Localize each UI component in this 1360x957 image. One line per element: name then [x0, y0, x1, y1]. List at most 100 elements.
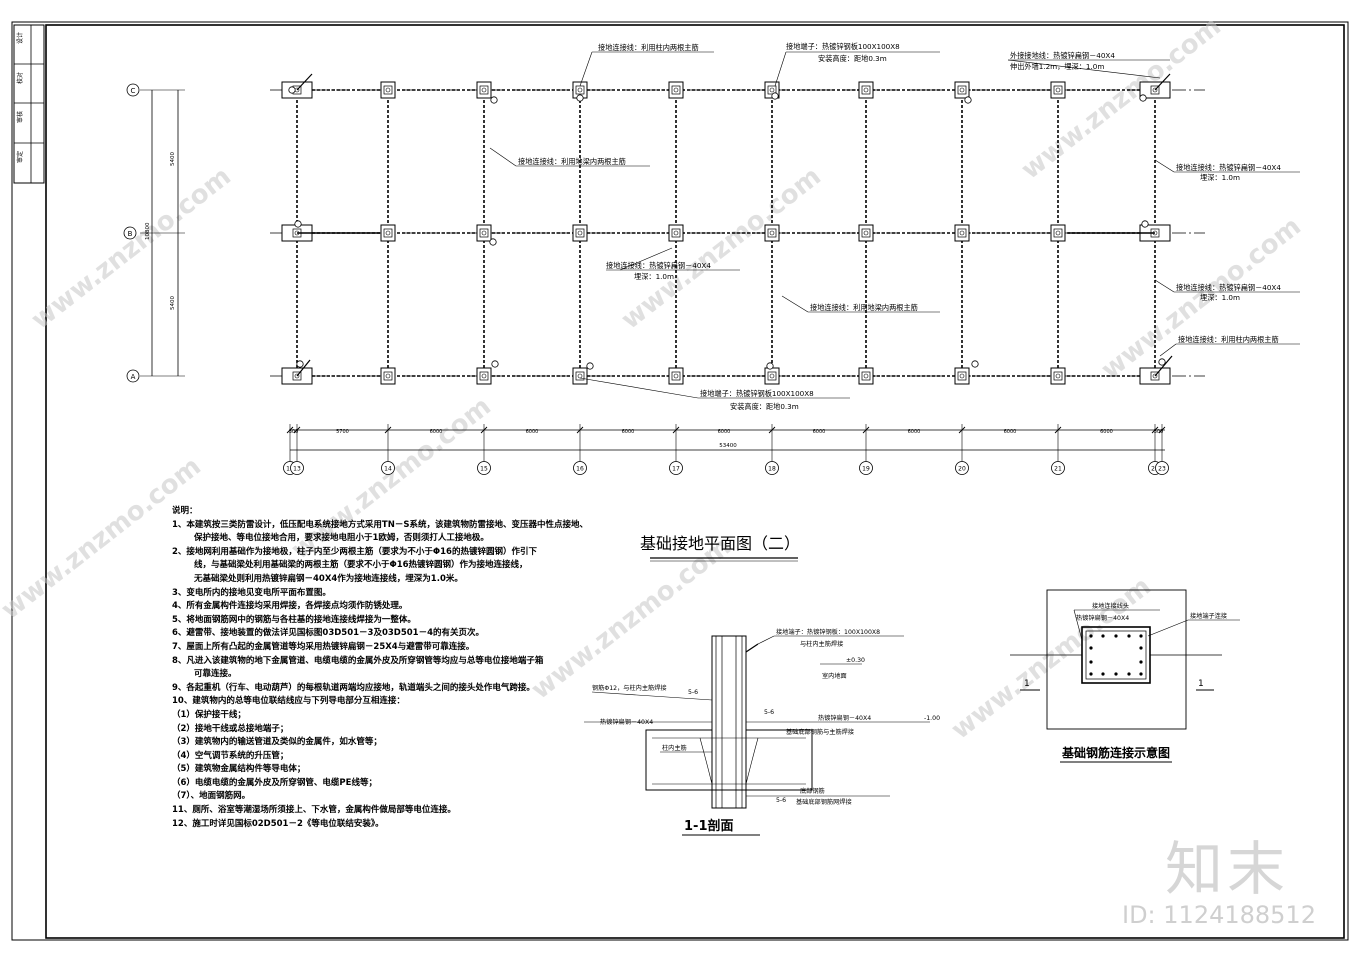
column-core: [671, 371, 681, 381]
column-core: [479, 228, 489, 238]
ground-terminal: [294, 220, 302, 228]
rebar-dot: [1101, 672, 1105, 676]
main-title: 基础接地平面图（二）: [640, 534, 800, 553]
dimension-slash: [1054, 426, 1062, 434]
ground-terminal: [296, 360, 304, 368]
bay-dimension: 6000: [526, 429, 539, 435]
rebar-dot: [1127, 634, 1131, 638]
section-label-col: 柱内主筋: [662, 744, 687, 752]
column-core: [383, 228, 393, 238]
dimension-slash: [286, 426, 294, 434]
note-line: 6、避雷带、接地装置的做法详见国标图03D501－3及03D501－4的有关页次…: [172, 628, 485, 639]
detail-cut-right: 1: [1198, 679, 1204, 689]
note-line: 9、各起重机（行车、电动葫芦）的每根轨道两端均应接地，轨道端头之间的接头处作电气…: [172, 682, 535, 693]
column-pad: [476, 224, 492, 242]
callout-top-right-1: 外接接地线：热镀锌扁钢－40X4: [1010, 51, 1115, 60]
column-pad: [476, 81, 492, 99]
dimension-slash: [293, 426, 301, 434]
column-rebar-mark: [673, 230, 679, 236]
rebar-dot: [1101, 634, 1105, 638]
brand-watermark: 知末: [1165, 835, 1290, 903]
column-pad: [1050, 367, 1066, 385]
section-mark-2: 5-6: [764, 709, 774, 716]
detail-label-a: 接地连接线头: [1092, 602, 1129, 610]
note-line: 4、所有金属构件连接均采用焊接，各焊接点均须作防锈处理。: [172, 601, 408, 612]
column-rebar-mark: [1055, 230, 1061, 236]
column-core: [383, 85, 393, 95]
notes-title: 说明：: [172, 506, 198, 516]
title-block-cell-3: 审核: [16, 111, 24, 123]
section-label-beam: 热镀锌扁钢－40X4: [818, 714, 871, 722]
note-line: 11、厕所、浴室等潮湿场所须接上、下水管，金属构件做局部等电位连接。: [172, 805, 456, 816]
title-block-cell-2: 校对: [16, 72, 24, 84]
column-core: [1150, 85, 1160, 95]
column-core: [767, 85, 777, 95]
callout-mid-left-a: 接地连接线：热镀锌扁钢－40X4: [606, 261, 711, 270]
bay-dimension: 6000: [430, 429, 443, 435]
column-rebar-mark: [1055, 373, 1061, 379]
callout-mid-beam: 接地连接线：利用地梁内两根主筋: [810, 303, 918, 312]
design-notes: 说明： 1、本建筑按三类防雷设计，低压配电系统接地方式采用TN－S系统，该建筑物…: [172, 505, 592, 831]
outer-frame: [11, 21, 1349, 941]
section-title: 1-1剖面: [684, 818, 734, 834]
watermark-3: www.znzmo.com: [616, 162, 827, 336]
column-pad: [572, 224, 588, 242]
column-rebar-mark: [481, 87, 487, 93]
rebar-dot: [1139, 660, 1143, 664]
column-core: [957, 85, 967, 95]
lead-out-conductor: [296, 359, 311, 377]
column-rebar-mark: [959, 230, 965, 236]
column-pad: [858, 224, 874, 242]
note-line: 线，与基础梁处利用基础梁的两根主筋（要求不小于Φ16热镀锌圆钢）作为接地连接线，: [194, 560, 528, 571]
column-axis-bubble: [859, 461, 873, 475]
column-rebar-mark: [769, 373, 775, 379]
column-rebar-mark: [385, 230, 391, 236]
dimension-slash: [672, 426, 680, 434]
section-mark-1: 5-6: [688, 689, 698, 696]
column-pad: [1050, 81, 1066, 99]
callout-mid-left-b: 埋深：1.0m: [634, 272, 674, 281]
ground-terminal: [288, 86, 296, 94]
column-axis-bubble: [477, 461, 491, 475]
ground-terminal: [576, 94, 584, 102]
column-core: [671, 228, 681, 238]
column-core: [1053, 85, 1063, 95]
column-pad: [380, 81, 396, 99]
column-pad: [954, 81, 970, 99]
column-core: [575, 228, 585, 238]
title-block-cell-4: 审定: [16, 151, 24, 163]
ground-terminal: [964, 96, 972, 104]
bay-dimension: 6000: [908, 429, 921, 435]
column-axis-label: 22: [1151, 466, 1159, 473]
note-line: 10、建筑物内的总等电位联结线应与下列导电部分互相连接：: [172, 696, 405, 707]
rebar-dot: [1139, 646, 1143, 650]
bay-dimension: 6000: [1100, 429, 1113, 435]
note-line: （4）空气调节系统的升压管；: [172, 750, 289, 761]
column-core: [861, 371, 871, 381]
column-core: [957, 371, 967, 381]
column-core: [957, 228, 967, 238]
ground-terminal: [771, 92, 779, 100]
column-axis-bubble: [1051, 461, 1065, 475]
note-line: 可靠连接。: [194, 669, 237, 680]
column-pad: [668, 224, 684, 242]
section-label-floor: 室内地面: [822, 672, 847, 680]
ground-terminal: [586, 362, 594, 370]
callout-top-mid-2: 安装高度：距地0.3m: [818, 54, 887, 63]
column-axis-label: 12: [286, 466, 294, 473]
rebar-dot: [1089, 672, 1093, 676]
column-axis-label: 15: [480, 466, 488, 473]
column-rebar-mark: [959, 87, 965, 93]
column-pad: [858, 367, 874, 385]
column-rebar-mark: [385, 87, 391, 93]
column-core: [479, 371, 489, 381]
column-pad: [572, 367, 588, 385]
detail-cut-left: 1: [1024, 679, 1030, 689]
section-label-bottom: 底部钢筋: [800, 787, 825, 795]
note-line: 3、变电所内的接地见变电所平面布置图。: [172, 587, 331, 598]
column-axis-label: 18: [768, 466, 776, 473]
svg-text:C: C: [131, 87, 136, 95]
column-axis-bubble: [381, 461, 395, 475]
note-line: 5、将地面钢筋网中的钢筋与各柱基的接地连接线焊接为一整体。: [172, 614, 416, 625]
dimension-slash: [1151, 426, 1159, 434]
